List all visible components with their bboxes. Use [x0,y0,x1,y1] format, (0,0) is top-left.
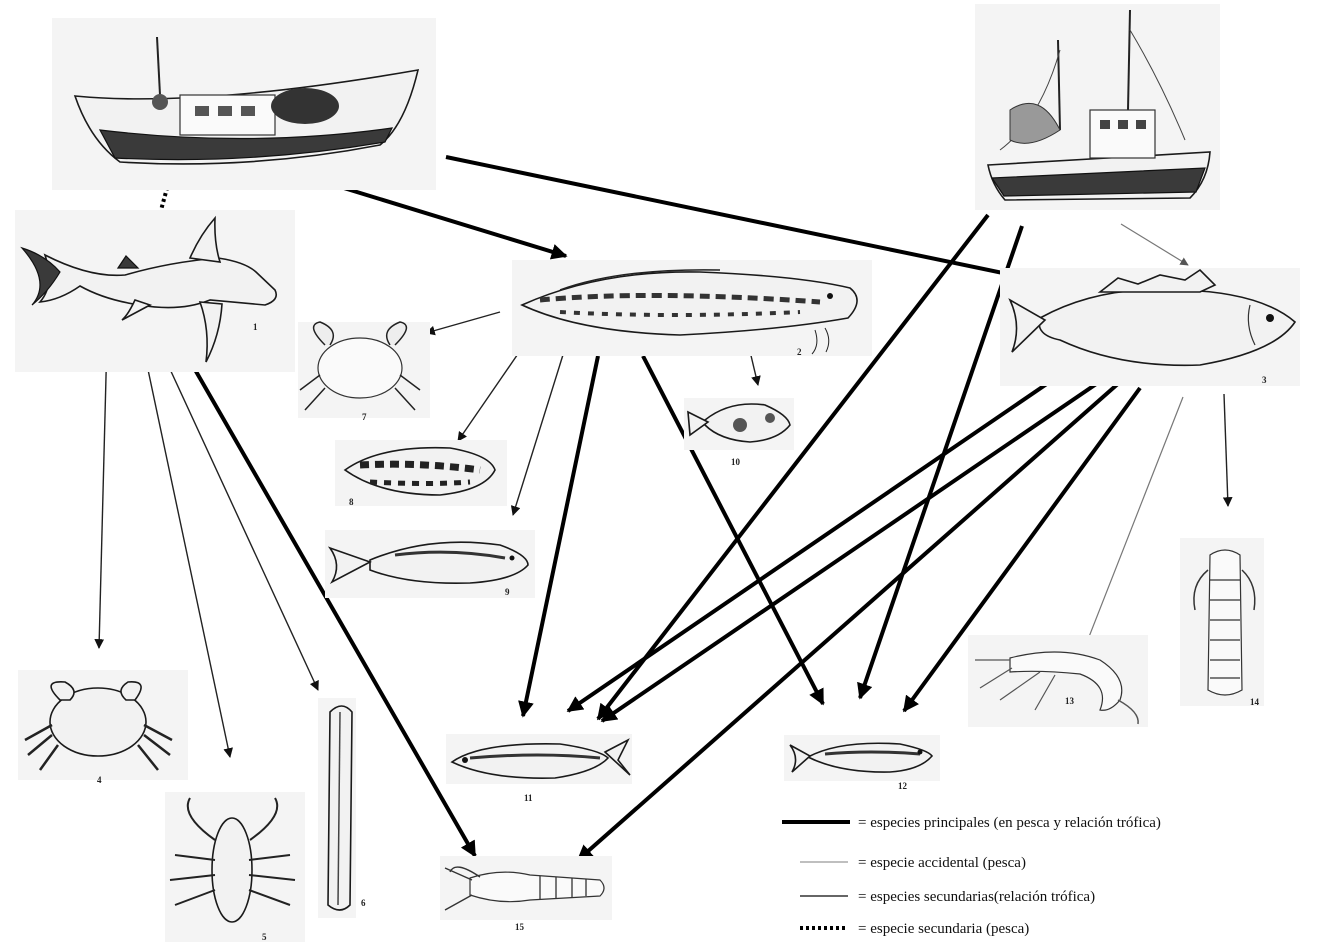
arrow-eel-to-crab7 [426,312,500,333]
crab-icon [298,322,430,418]
label-13: 13 [1065,696,1075,706]
arrow-bass-to-shrimp [1076,397,1183,670]
squat-lobster-icon [165,792,305,942]
label-12: 12 [898,781,908,791]
mantis-shrimp-icon [1180,538,1264,706]
legend-label-main: = especies principales (en pesca y relac… [858,815,1161,831]
arrow-trawler-to-anchovy [860,226,1022,698]
arrow-eel-to-small-fish [513,342,567,515]
anchovy-icon [784,735,940,781]
label-5: 5 [262,932,267,942]
legend-label-accidental: = especie accidental (pesca) [858,855,1026,871]
crab-icon [18,670,188,780]
legend: = especies principales (en pesca y relac… [782,815,1161,937]
label-14: 14 [1250,697,1260,707]
label-8: 8 [349,497,354,507]
hammerhead-shark-icon [15,210,295,372]
label-10: 10 [731,457,741,467]
grouper-fish-icon [335,440,507,506]
label-7: 7 [362,412,367,422]
label-3: 3 [1262,375,1267,385]
arrow-bass-to-lobster [578,382,1120,860]
small-fish-icon [325,530,535,598]
legend-label-secondary-fishing: = especie secundaria (pesca) [858,921,1029,937]
label-11: 11 [524,793,533,803]
trawler-boat-icon [975,4,1220,210]
arrow-shark-to-razor-clam [163,354,318,690]
arrow-trawler-to-bass [1121,224,1188,265]
scorpionfish-icon [684,398,794,450]
shrimp-icon [968,635,1148,727]
razor-clam-icon [318,698,356,918]
label-1: 1 [253,322,258,332]
label-6: 6 [361,898,366,908]
label-4: 4 [97,775,102,785]
arrow-shark-to-crab4 [99,338,107,648]
label-2: 2 [797,347,802,357]
bass-fish-icon [1000,268,1300,386]
arrow-bass-to-mantis [1224,394,1228,506]
lobster-icon [440,856,612,920]
sardine-icon [446,734,632,784]
label-15: 15 [515,922,525,932]
moray-eel-fish-icon [512,260,872,356]
legend-label-secondary-trophic: = especies secundarias(relación trófica) [858,889,1095,905]
small-fishing-boat-icon [52,18,436,190]
label-9: 9 [505,587,510,597]
